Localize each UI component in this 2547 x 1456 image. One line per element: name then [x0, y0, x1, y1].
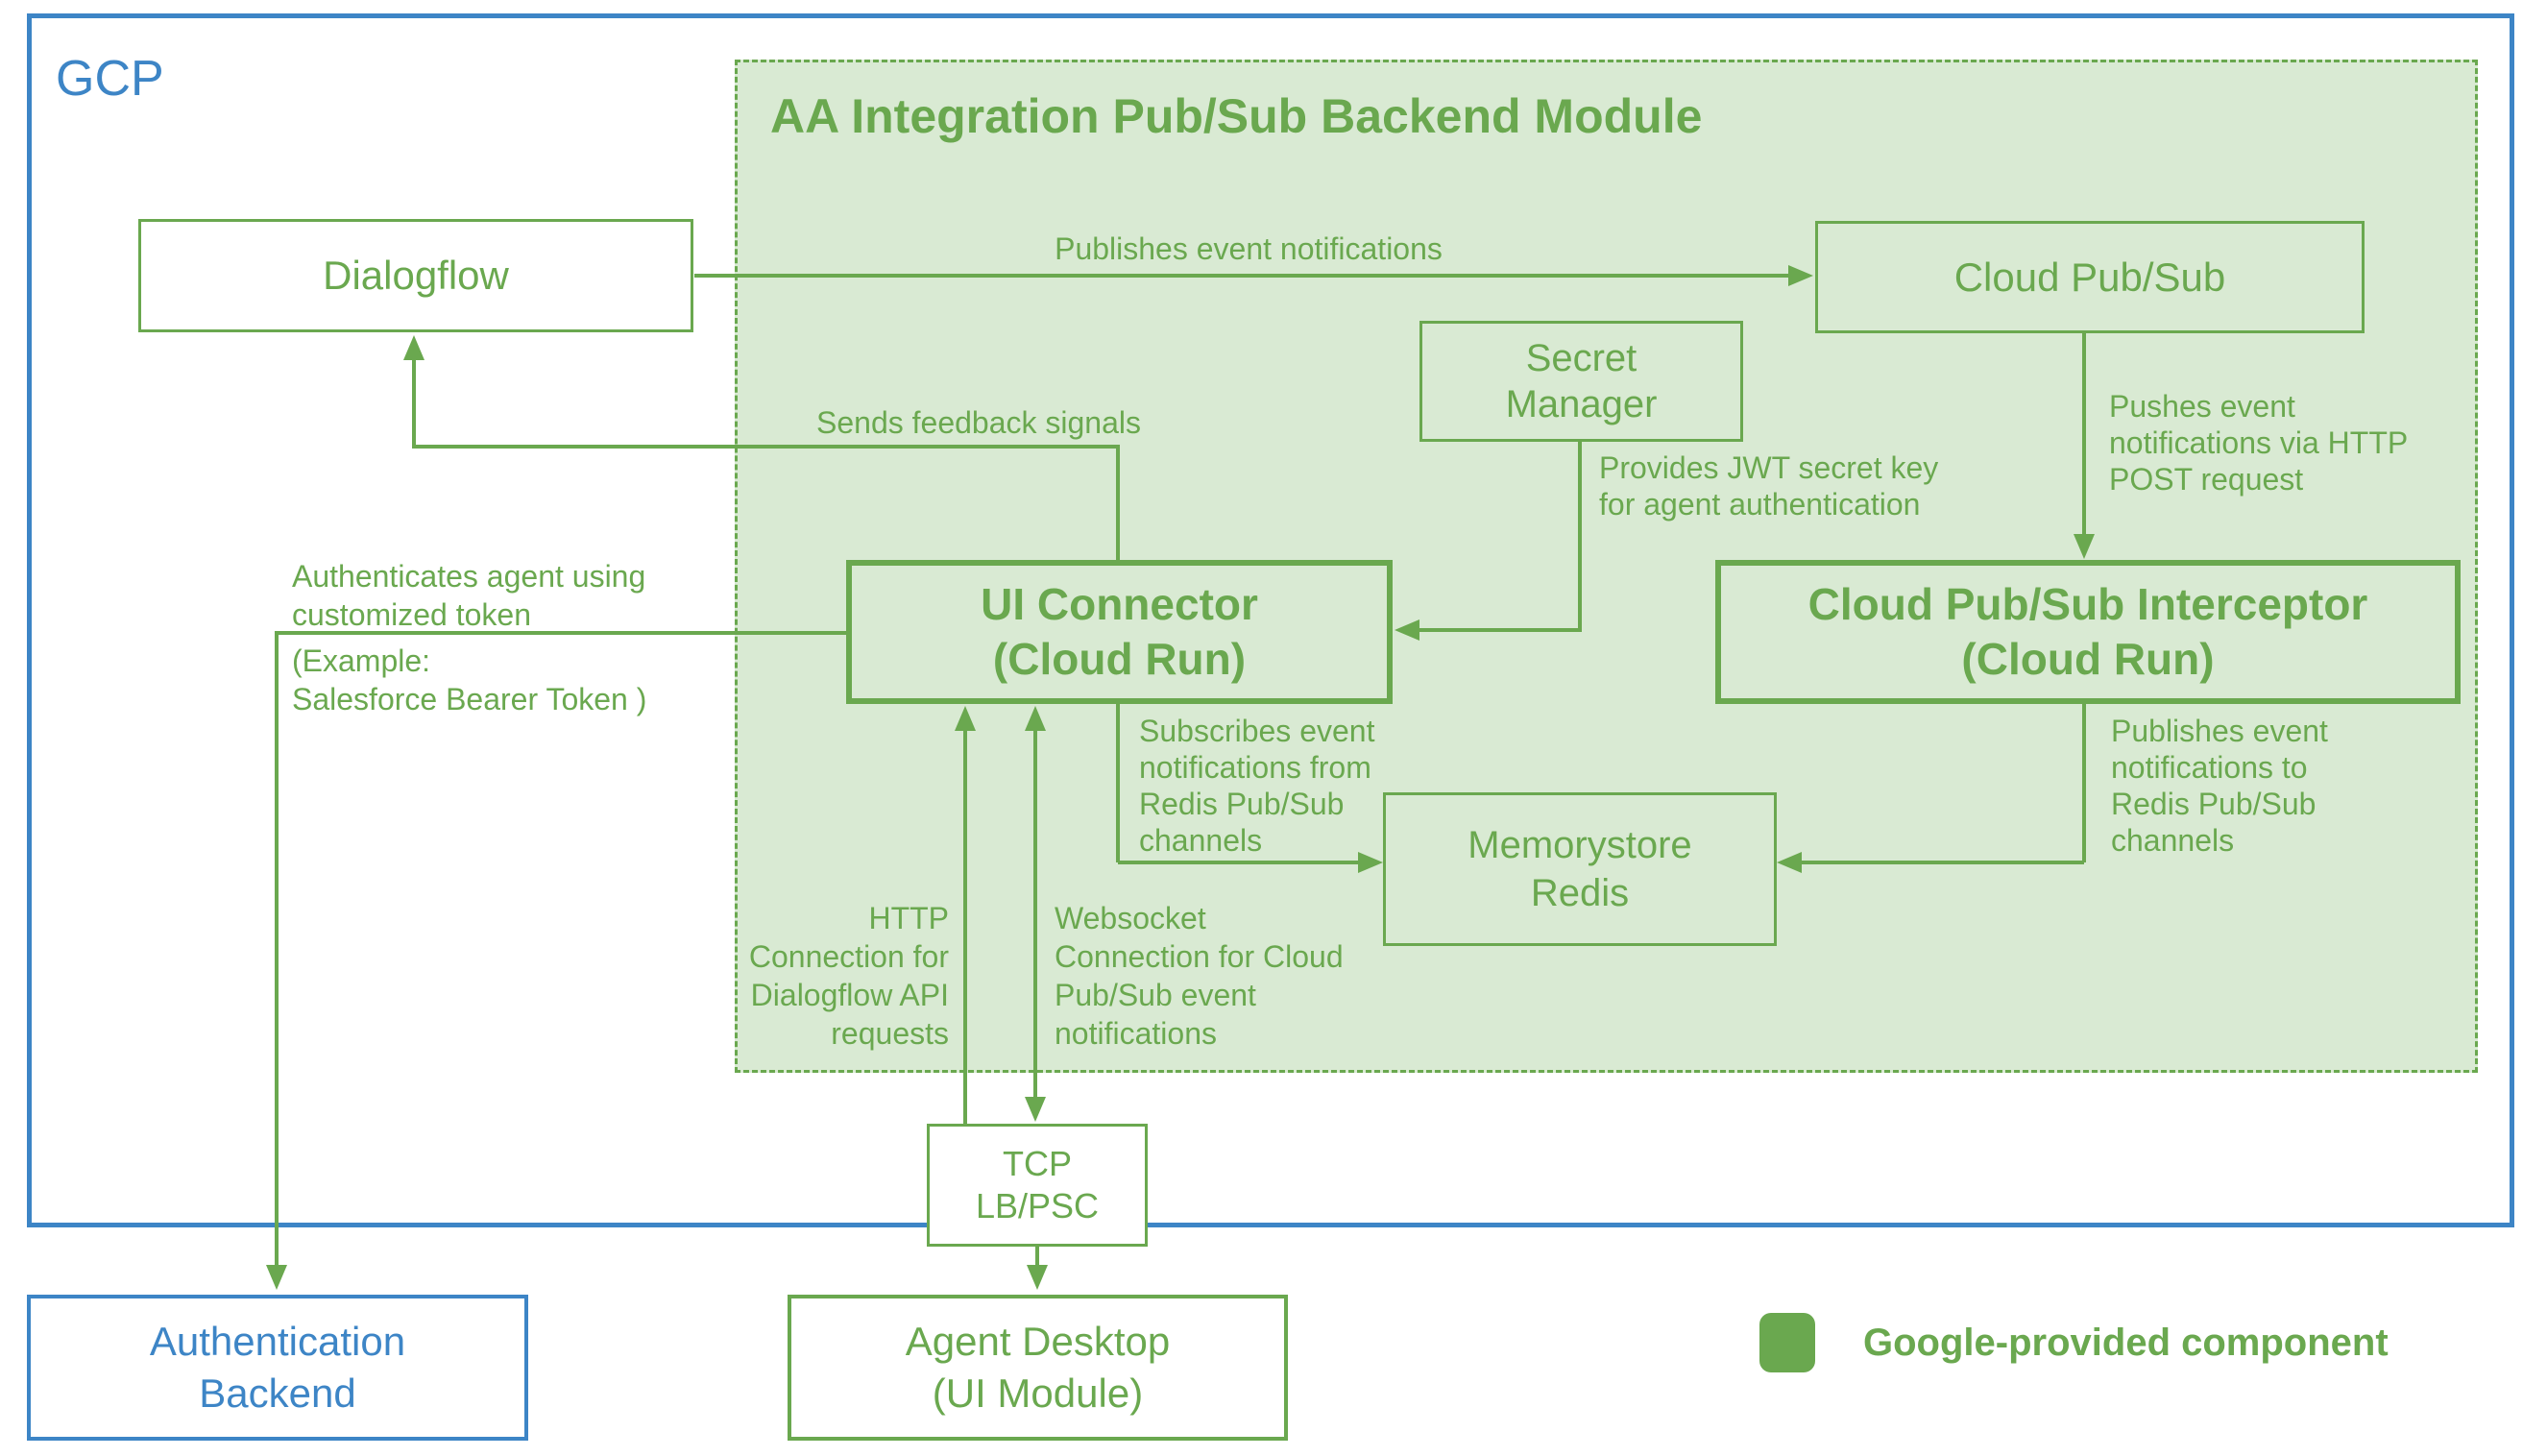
arrowhead-into-uiconnector-icon: [1395, 619, 1419, 641]
arrowhead-into-redis-left-icon: [1358, 852, 1383, 873]
line-websocket-connection: [1033, 729, 1037, 1099]
node-cloud-pubsub-interceptor: Cloud Pub/Sub Interceptor (Cloud Run): [1715, 560, 2461, 704]
node-agent-desktop: Agent Desktop (UI Module): [788, 1295, 1288, 1441]
line-secretmanager-horizontal: [1419, 628, 1582, 632]
label-subscribes-event-notifications: Subscribes event notifications from Redi…: [1139, 714, 1375, 858]
node-authentication-backend: Authentication Backend: [27, 1295, 528, 1441]
arrowhead-into-cloudpubsub-icon: [1788, 265, 1813, 286]
label-sends-feedback-signals: Sends feedback signals: [816, 405, 1141, 440]
legend-label: Google-provided component: [1863, 1322, 2389, 1364]
google-provided-component-swatch-icon: [1759, 1313, 1815, 1372]
pubsub-backend-module-region: [735, 60, 2478, 1073]
line-interceptor-to-redis-horizontal: [1802, 861, 2084, 864]
arrowhead-into-redis-right-icon: [1777, 852, 1802, 873]
line-secretmanager-vertical: [1578, 442, 1582, 632]
node-memorystore-redis: Memorystore Redis: [1383, 792, 1777, 946]
line-authenticates-vertical: [275, 631, 279, 1267]
label-authenticates-agent: Authenticates agent using customized tok…: [292, 559, 646, 632]
label-http-connection: HTTP Connection for Dialogflow API reque…: [748, 901, 949, 1051]
line-cloudpubsub-to-interceptor: [2082, 333, 2086, 537]
line-authenticates-horizontal: [275, 631, 846, 635]
line-http-connection: [963, 729, 967, 1124]
node-ui-connector: UI Connector (Cloud Run): [846, 560, 1393, 704]
label-authenticates-example: (Example: Salesforce Bearer Token ): [292, 643, 647, 716]
label-websocket-connection: Websocket Connection for Cloud Pub/Sub e…: [1055, 901, 1344, 1051]
arrowhead-websocket-down-icon: [1025, 1097, 1046, 1122]
arrowhead-into-dialogflow-icon: [403, 335, 424, 360]
arrowhead-into-interceptor-icon: [2074, 534, 2095, 559]
node-tcp-lb-psc: TCP LB/PSC: [927, 1124, 1148, 1247]
arrowhead-http-up-icon: [955, 706, 976, 731]
label-publishes-to-redis: Publishes event notifications to Redis P…: [2111, 714, 2328, 858]
arrowhead-into-agentdesktop-icon: [1027, 1265, 1048, 1290]
gcp-label: GCP: [56, 51, 164, 107]
node-cloud-pubsub: Cloud Pub/Sub: [1815, 221, 2365, 333]
line-feedback-horizontal: [412, 445, 1120, 449]
line-feedback-vertical-right: [1116, 447, 1120, 560]
label-publishes-event-notifications: Publishes event notifications: [1055, 231, 1443, 266]
node-dialogflow: Dialogflow: [138, 219, 693, 332]
line-interceptor-to-redis-vertical: [2082, 704, 2086, 862]
arrowhead-websocket-up-icon: [1025, 706, 1046, 731]
line-tcp-to-agentdesktop: [1035, 1247, 1039, 1267]
node-secret-manager: Secret Manager: [1419, 321, 1743, 442]
label-provides-jwt-secret-key: Provides JWT secret key for agent authen…: [1599, 450, 1939, 522]
label-pushes-event-notifications: Pushes event notifications via HTTP POST…: [2109, 389, 2409, 497]
arrowhead-into-authbackend-icon: [266, 1265, 287, 1290]
line-subscribe-horizontal: [1118, 861, 1360, 864]
line-dialogflow-to-cloudpubsub: [694, 274, 1790, 278]
line-subscribe-vertical: [1116, 704, 1120, 862]
module-title: AA Integration Pub/Sub Backend Module: [770, 89, 1703, 143]
line-feedback-vertical-left: [412, 356, 416, 449]
